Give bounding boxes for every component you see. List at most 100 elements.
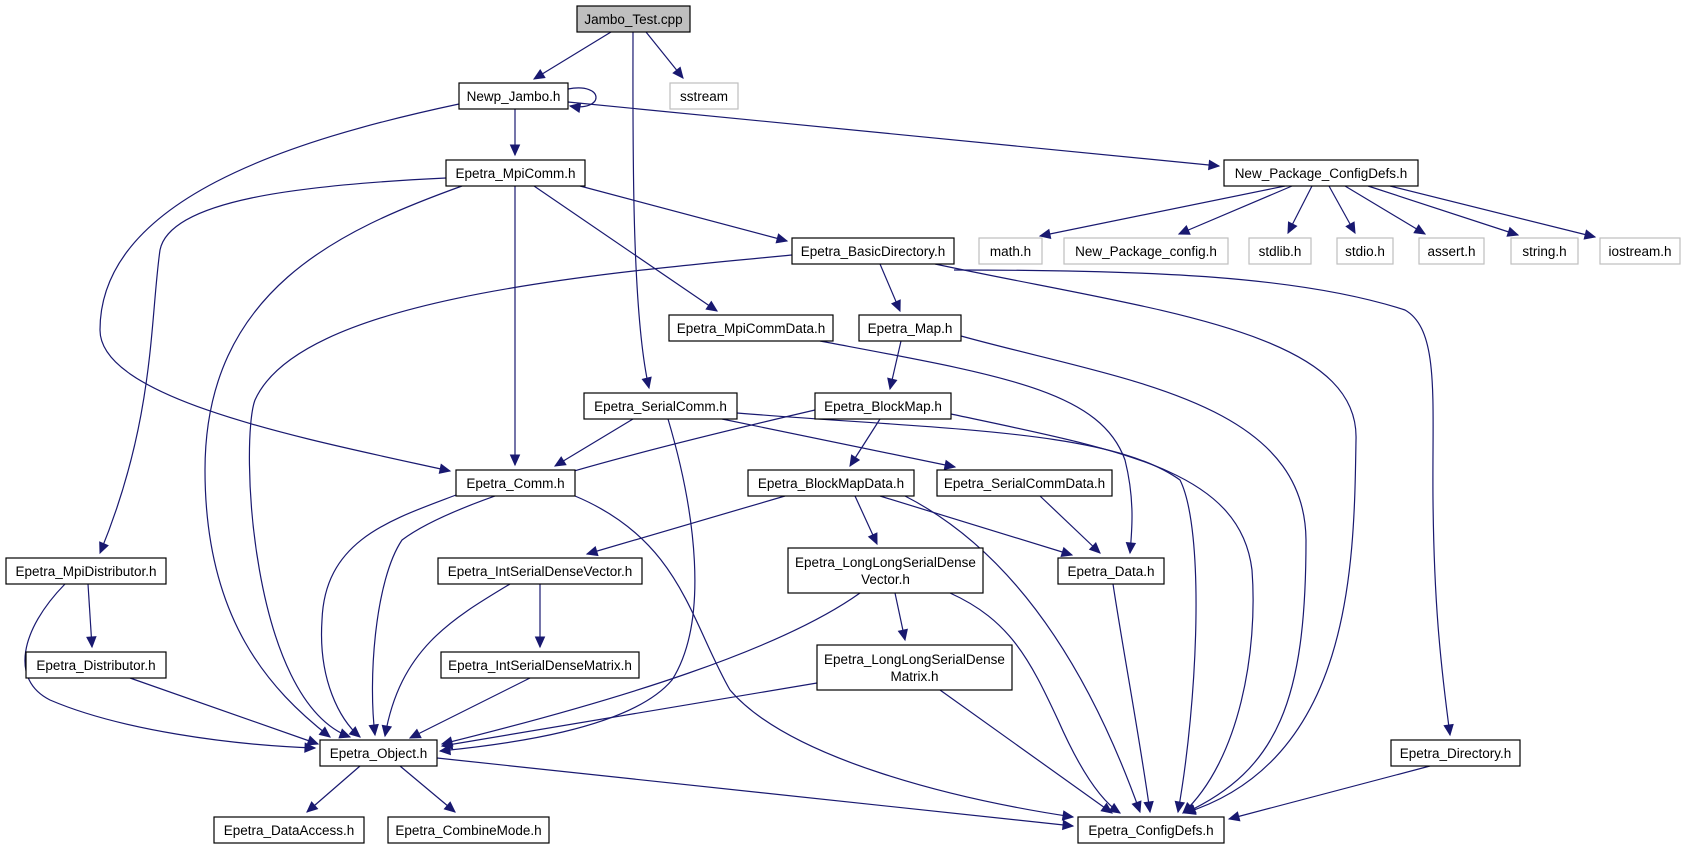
node-newp-jambo[interactable]: Newp_Jambo.h <box>458 82 569 110</box>
arrowhead <box>368 723 379 737</box>
edge-new-package-configdefs-to-new-package-config <box>1177 185 1293 235</box>
arrowhead <box>306 801 319 813</box>
edge-epetra-basicdirectory-to-epetra-object <box>248 254 793 739</box>
arrowhead <box>1038 228 1052 240</box>
arrowhead <box>509 144 521 157</box>
node-box <box>1510 237 1579 265</box>
node-label: Epetra_MpiCommData.h <box>677 321 826 336</box>
edge-epetra-serialcommdata-to-epetra-data <box>1039 495 1101 554</box>
node-epetra-distributor[interactable]: Epetra_Distributor.h <box>25 651 167 679</box>
edge-epetra-intserialdensevector-to-epetra-object <box>381 583 511 738</box>
node-box <box>669 82 739 110</box>
node-epetra-configdefs[interactable]: Epetra_ConfigDefs.h <box>1077 816 1225 844</box>
arrowhead <box>1060 546 1074 557</box>
node-label: Epetra_Comm.h <box>466 476 564 491</box>
node-jambo-test[interactable]: Jambo_Test.cpp <box>576 5 691 33</box>
node-box <box>936 469 1113 497</box>
edge-epetra-object-to-epetra-combinemode <box>399 765 456 813</box>
node-epetra-directory[interactable]: Epetra_Directory.h <box>1390 739 1521 767</box>
arrowhead <box>1174 800 1186 814</box>
edge-jambo-test-to-sstream <box>645 31 684 79</box>
node-epetra-mpicomm[interactable]: Epetra_MpiComm.h <box>445 159 586 187</box>
node-label: assert.h <box>1427 244 1475 259</box>
node-label: Epetra_IntSerialDenseVector.h <box>448 564 633 579</box>
arrowhead <box>1287 221 1298 235</box>
arrowhead <box>568 102 582 113</box>
arrowhead <box>775 233 789 244</box>
node-label: Epetra_IntSerialDenseMatrix.h <box>448 658 632 673</box>
node-box <box>814 392 952 420</box>
edge-epetra-mpicomm-to-epetra-comm <box>509 186 521 467</box>
edge-newp-jambo-to-new-package-configdefs <box>567 101 1221 171</box>
node-epetra-comm[interactable]: Epetra_Comm.h <box>455 469 576 497</box>
node-epetra-map[interactable]: Epetra_Map.h <box>858 314 962 342</box>
edge-epetra-longlongserialdensevector-to-epetra-longlongserialdensematrix <box>894 592 908 642</box>
edge-epetra-directory-to-epetra-configdefs <box>1227 765 1431 822</box>
node-box <box>1390 739 1521 767</box>
node-box <box>5 557 167 585</box>
node-new-package-configdefs[interactable]: New_Package_ConfigDefs.h <box>1223 159 1419 187</box>
arrowhead <box>99 541 109 555</box>
node-box <box>583 392 738 420</box>
node-box <box>576 5 691 33</box>
arrowhead <box>1108 802 1122 814</box>
edge-new-package-configdefs-to-stdio-h <box>1328 185 1356 235</box>
node-label: Epetra_MpiDistributor.h <box>15 564 156 579</box>
node-label: Epetra_SerialComm.h <box>594 399 727 414</box>
node-epetra-blockmapdata[interactable]: Epetra_BlockMapData.h <box>747 469 915 497</box>
node-epetra-serialcomm[interactable]: Epetra_SerialComm.h <box>583 392 738 420</box>
node-new-package-config: New_Package_config.h <box>1063 237 1229 265</box>
node-box <box>747 469 915 497</box>
arrowhead <box>1177 224 1191 235</box>
arrowhead <box>585 546 599 557</box>
node-epetra-dataaccess[interactable]: Epetra_DataAccess.h <box>213 816 365 844</box>
node-epetra-serialcommdata[interactable]: Epetra_SerialCommData.h <box>936 469 1113 497</box>
node-box <box>668 314 834 342</box>
edge-epetra-basicdirectory-to-epetra-directory <box>953 269 1454 737</box>
node-epetra-combinemode[interactable]: Epetra_CombineMode.h <box>387 816 550 844</box>
arrowhead <box>306 735 320 746</box>
node-epetra-object[interactable]: Epetra_Object.h <box>319 739 438 767</box>
arrowhead <box>1345 221 1356 235</box>
node-box <box>816 644 1013 691</box>
node-label: Epetra_Directory.h <box>1400 746 1512 761</box>
node-label: Jambo_Test.cpp <box>584 12 682 27</box>
arrowhead <box>1125 542 1137 555</box>
node-label: Epetra_BlockMapData.h <box>758 476 904 491</box>
edge-epetra-map-to-epetra-blockmap <box>887 340 902 391</box>
arrowhead <box>1182 801 1195 814</box>
node-epetra-blockmap[interactable]: Epetra_BlockMap.h <box>814 392 952 420</box>
node-epetra-mpicommdata[interactable]: Epetra_MpiCommData.h <box>668 314 834 342</box>
node-box <box>1336 237 1394 265</box>
node-epetra-basicdirectory[interactable]: Epetra_BasicDirectory.h <box>791 237 955 265</box>
edge-epetra-mpicommdata-to-epetra-data <box>819 340 1137 555</box>
arrowhead <box>1100 802 1113 814</box>
edges-layer <box>24 31 1597 831</box>
node-string-h: string.h <box>1510 237 1579 265</box>
edge-epetra-mpicomm-to-epetra-object <box>204 185 463 738</box>
arrowhead <box>553 456 567 467</box>
arrowhead <box>1143 800 1154 814</box>
edge-epetra-serialcomm-to-epetra-comm <box>553 418 634 467</box>
edge-epetra-comm-to-epetra-object <box>320 494 457 738</box>
arrowhead <box>1061 810 1075 821</box>
edge-epetra-blockmap-to-epetra-configdefs <box>950 413 1254 814</box>
arrowhead <box>1227 811 1241 822</box>
node-epetra-intserialdensevector[interactable]: Epetra_IntSerialDenseVector.h <box>437 557 643 585</box>
node-epetra-mpidistributor[interactable]: Epetra_MpiDistributor.h <box>5 557 167 585</box>
edge-epetra-basicdirectory-to-epetra-map <box>879 263 901 313</box>
edge-newp-jambo-to-epetra-comm <box>99 103 460 474</box>
node-box <box>387 816 550 844</box>
arrowhead <box>1131 800 1142 814</box>
arrowhead <box>1583 229 1597 240</box>
node-epetra-data[interactable]: Epetra_Data.h <box>1057 557 1165 585</box>
edge-epetra-longlongserialdensematrix-to-epetra-object <box>440 682 818 750</box>
node-epetra-intserialdensematrix[interactable]: Epetra_IntSerialDenseMatrix.h <box>440 651 640 679</box>
edge-jambo-test-to-epetra-serialcomm <box>632 31 652 390</box>
node-label: Epetra_BlockMap.h <box>824 399 942 414</box>
node-label: Epetra_Object.h <box>330 746 428 761</box>
